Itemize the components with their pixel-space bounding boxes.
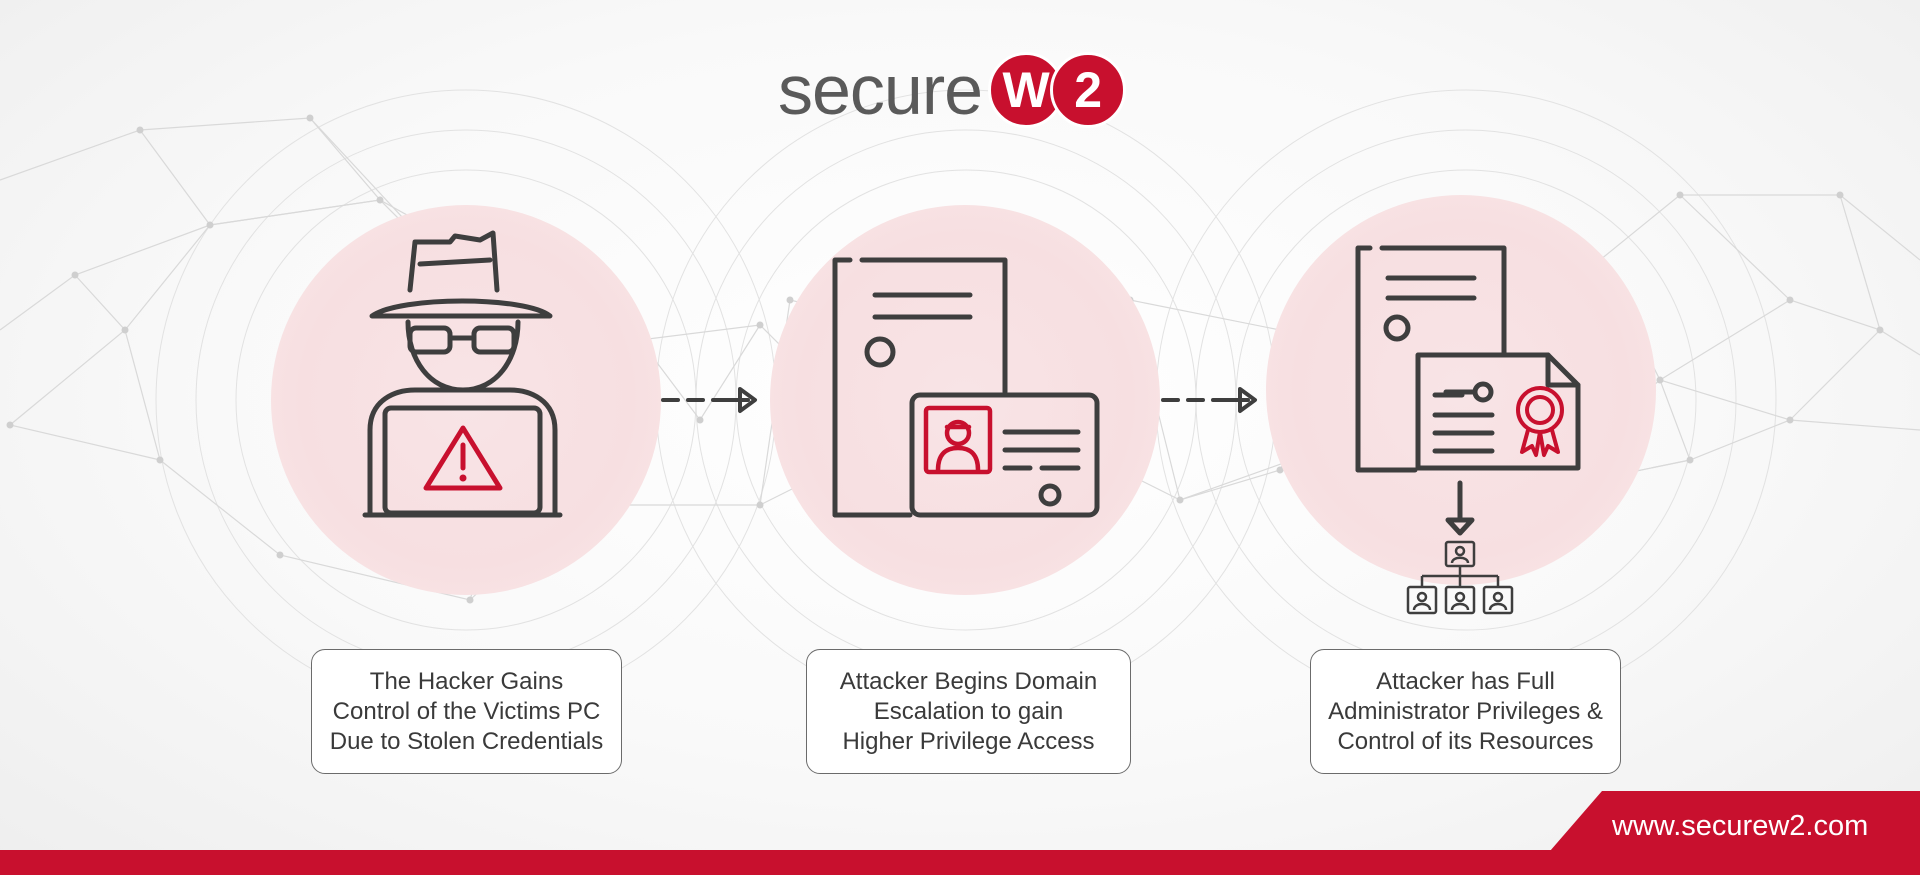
- caption-line: Escalation to gain: [873, 697, 1064, 725]
- caption-line: The Hacker Gains: [369, 667, 564, 695]
- footer-url-tab: [1550, 791, 1920, 851]
- caption-line: Control of its Resources: [1337, 727, 1594, 755]
- step-1-caption: The Hacker Gains Control of the Victims …: [311, 649, 622, 774]
- caption-line: Higher Privilege Access: [842, 727, 1095, 755]
- dashed-arrow-icon: [1161, 387, 1257, 413]
- caption-line: Attacker has Full: [1376, 667, 1555, 695]
- caption-line: Attacker Begins Domain: [839, 667, 1098, 695]
- logo-wordmark: secure: [778, 51, 983, 129]
- caption-line: Administrator Privileges &: [1328, 697, 1603, 725]
- step-3-caption: Attacker has Full Administrator Privileg…: [1310, 649, 1621, 774]
- caption-line: Due to Stolen Credentials: [329, 727, 604, 755]
- step-1-halo: [271, 205, 661, 595]
- document-id-card-icon: [832, 257, 1100, 518]
- step-2-caption: Attacker Begins Domain Escalation to gai…: [806, 649, 1131, 774]
- footer-bar: [0, 850, 1920, 875]
- document-certificate-org-chart-icon: [1355, 245, 1581, 615]
- hacker-laptop-warning-icon: [362, 230, 563, 518]
- dashed-arrow-icon: [661, 387, 757, 413]
- securew2-logo: secure W 2: [778, 50, 1127, 130]
- logo-badge-2: 2: [1050, 52, 1127, 128]
- website-url: www.securew2.com: [1612, 810, 1869, 842]
- caption-line: Control of the Victims PC: [332, 697, 601, 725]
